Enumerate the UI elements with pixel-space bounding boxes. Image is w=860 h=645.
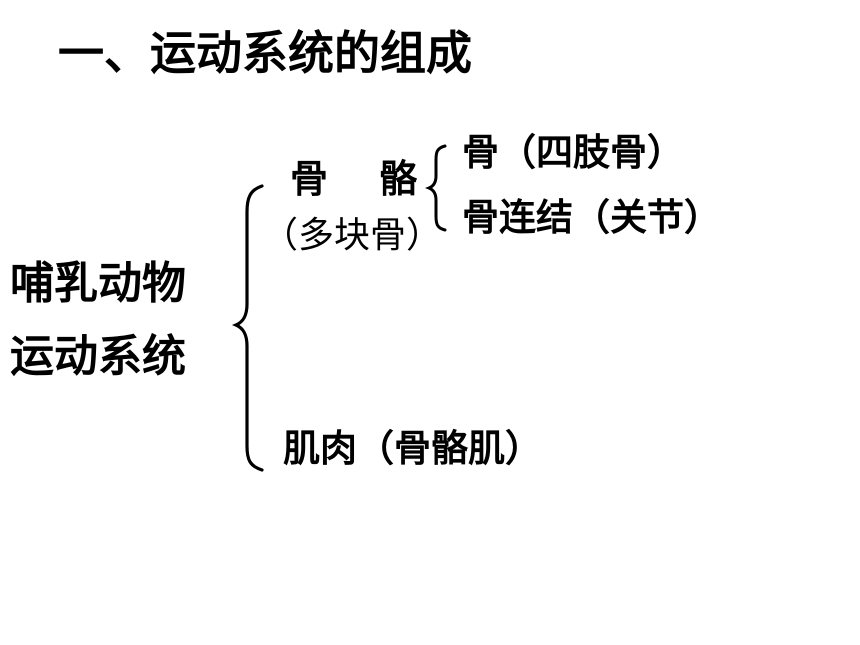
root-label-line-1: 哺乳动物 — [10, 258, 186, 309]
muscle-label: 肌肉（骨骼肌） — [283, 427, 542, 470]
page-title: 一、运动系统的组成 — [58, 26, 472, 80]
skeleton-label: 骨 骼 — [290, 157, 437, 201]
root-label-line-2: 运动系统 — [10, 331, 186, 382]
skeleton-child-joint: 骨连结（关节） — [462, 196, 721, 239]
main-brace-path — [231, 184, 264, 472]
skeleton-child-bone: 骨（四肢骨） — [462, 131, 684, 174]
skeleton-brace-path — [424, 144, 447, 232]
skeleton-note: （多块骨） — [262, 215, 443, 256]
